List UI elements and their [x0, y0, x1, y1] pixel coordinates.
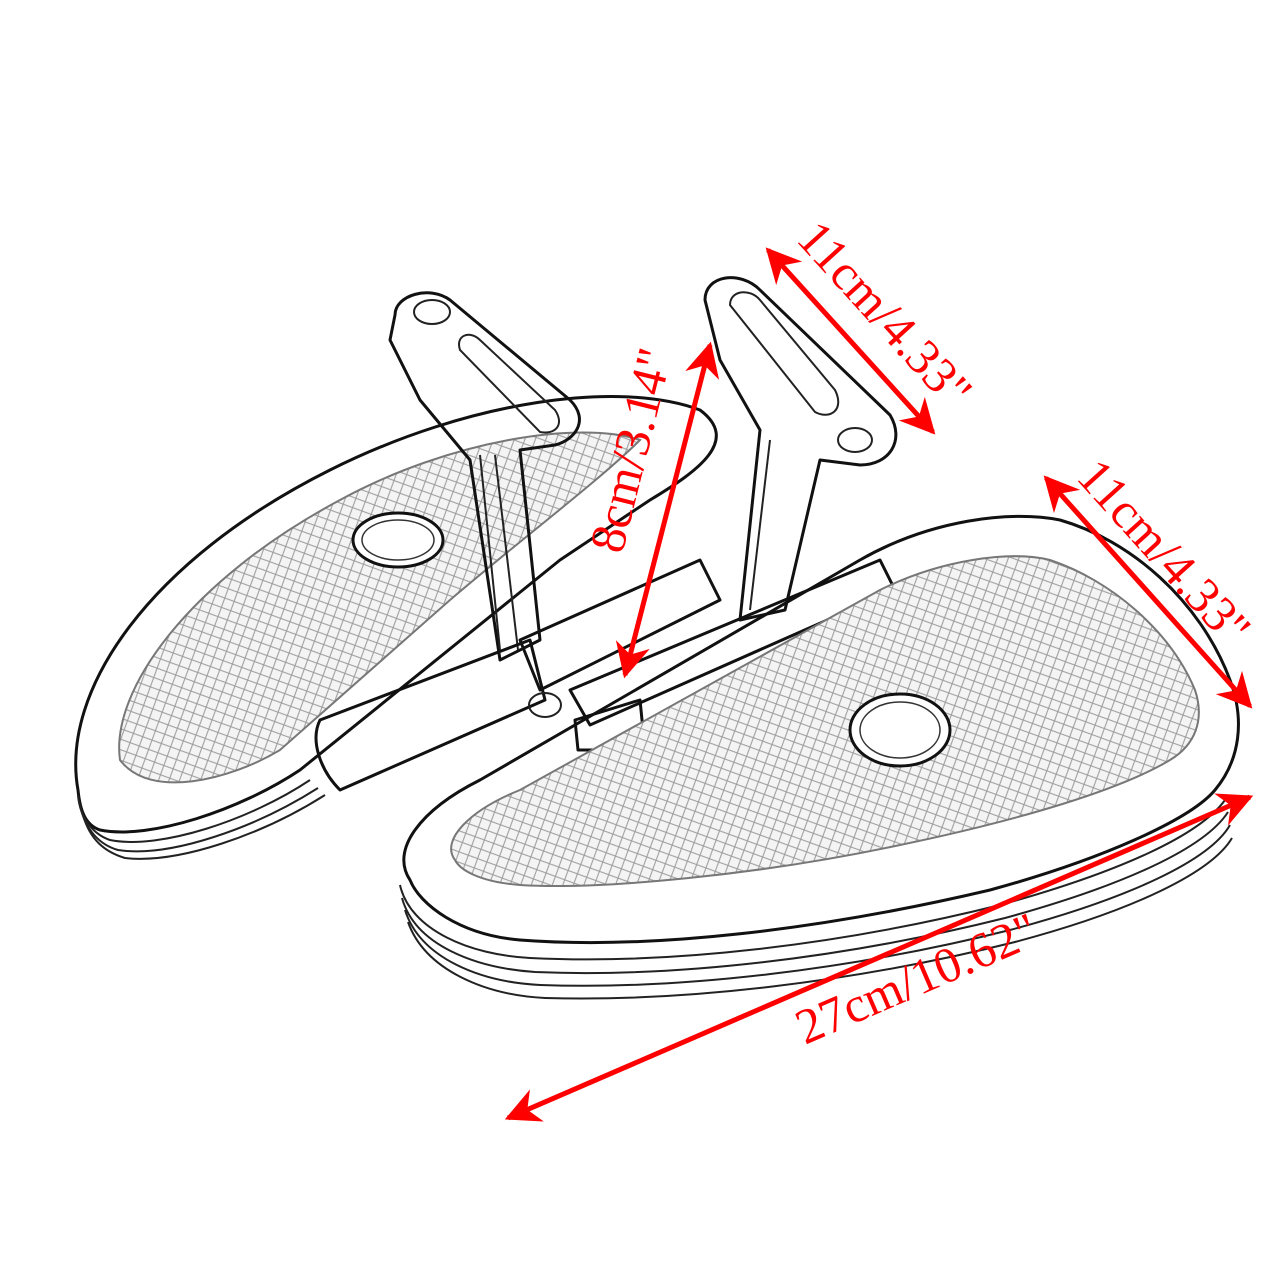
arrow-board-width — [1043, 475, 1253, 709]
arrow-bracket-width — [765, 247, 936, 435]
arrow-board-length — [504, 793, 1254, 1122]
left-bracket — [388, 291, 581, 662]
label-bracket-width: 11cm/4.33" — [787, 210, 984, 419]
dimension-bracket-width: 11cm/4.33" — [765, 210, 984, 435]
arrow-bracket-height — [615, 341, 720, 679]
dimension-bracket-height: 8cm/3.14" — [578, 341, 720, 679]
